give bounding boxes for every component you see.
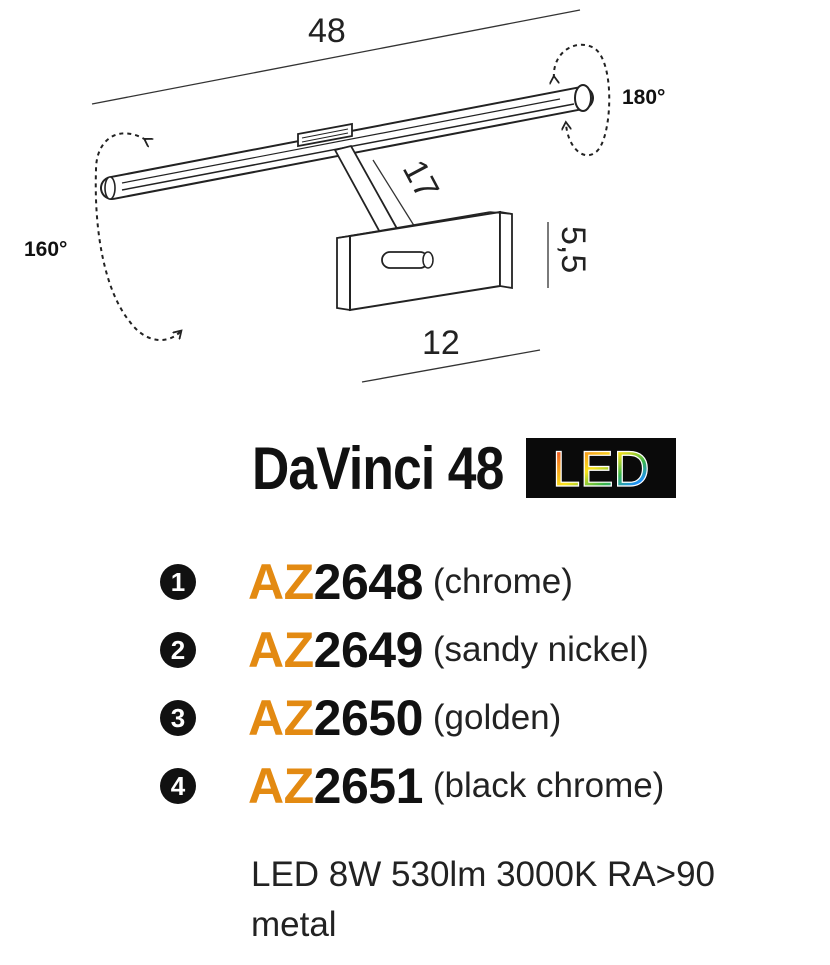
right-rotation-arrow	[554, 43, 611, 157]
variant-code-digits: 2650	[313, 690, 424, 746]
variant-row: 2 AZ2649 (sandy nickel)	[160, 616, 820, 684]
variant-row: 3 AZ2650 (golden)	[160, 684, 820, 752]
left-rotation-label: 160°	[24, 238, 67, 261]
arm-dimension-label: 17	[395, 154, 446, 205]
arm-dimension-line	[372, 159, 419, 233]
base-width-dimension-label: 12	[422, 324, 460, 362]
variant-code: AZ2651	[248, 757, 423, 815]
lamp-bar	[100, 84, 594, 200]
variant-finish: (chrome)	[432, 562, 573, 601]
led-badge: LED	[526, 438, 677, 498]
spec-material: metal	[251, 905, 337, 944]
depth-dimension-label: 5,5	[554, 226, 592, 273]
spec-electrical: LED 8W 530lm 3000K RA>90	[251, 855, 716, 894]
variant-code-digits: 2649	[313, 622, 424, 678]
variant-list: 1 AZ2648 (chrome) 2 AZ2649 (sandy nickel…	[160, 548, 820, 820]
variant-code-digits: 2648	[313, 554, 424, 610]
variant-code-prefix: AZ	[248, 690, 314, 746]
led-badge-label: LED	[553, 441, 650, 497]
variant-number-badge: 3	[160, 700, 196, 736]
variant-number-badge: 4	[160, 768, 196, 804]
left-rotation-arrow	[94, 132, 180, 342]
variant-code-prefix: AZ	[248, 758, 314, 814]
variant-finish: (black chrome)	[432, 766, 665, 805]
technical-drawing: 48 17 5,5 12 160° 18	[24, 9, 665, 383]
length-dimension-label: 48	[308, 12, 346, 50]
bar-bracket	[297, 122, 353, 148]
variant-code: AZ2650	[248, 689, 423, 747]
variant-number-badge: 1	[160, 564, 196, 600]
variant-code-prefix: AZ	[248, 622, 314, 678]
arm-joint	[381, 251, 434, 269]
variant-code: AZ2649	[248, 621, 423, 679]
variant-row: 4 AZ2651 (black chrome)	[160, 752, 820, 820]
variant-code-prefix: AZ	[248, 554, 314, 610]
product-title-row: DaVinci 48 LED	[252, 428, 677, 508]
product-name: DaVinci 48	[252, 434, 504, 502]
length-dimension-line	[91, 9, 581, 105]
variant-finish: (sandy nickel)	[432, 630, 649, 669]
right-rotation-label: 180°	[622, 86, 665, 109]
variant-number-badge: 2	[160, 632, 196, 668]
variant-code-digits: 2651	[313, 758, 424, 814]
variant-finish: (golden)	[432, 698, 562, 737]
variant-code: AZ2648	[248, 553, 423, 611]
variant-row: 1 AZ2648 (chrome)	[160, 548, 820, 616]
specifications: LED 8W 530lm 3000K RA>90 metal	[251, 850, 715, 950]
base-width-dimension-line	[361, 349, 541, 383]
